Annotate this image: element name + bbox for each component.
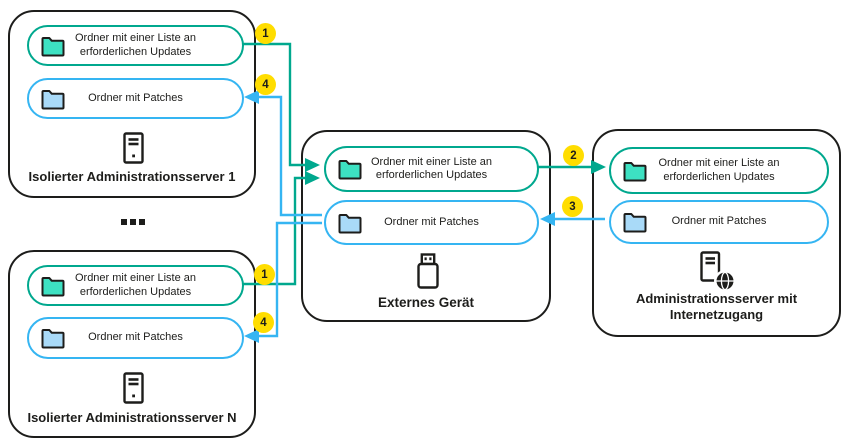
- node-title: Isolierter Administrationsserver N: [27, 410, 237, 425]
- updates-list-folder-pill: Ordner mit einer Liste an erforderlichen…: [324, 146, 539, 192]
- patches-folder-pill: Ordner mit Patches: [27, 78, 244, 119]
- patches-folder-pill: Ordner mit Patches: [27, 317, 244, 359]
- node-isolated-server-1: Ordner mit einer Liste an erforderlichen…: [8, 10, 256, 198]
- folder-updates-icon: [338, 160, 362, 180]
- updates-list-folder-pill: Ordner mit einer Liste an erforderlichen…: [27, 265, 244, 306]
- usb-drive-icon: [417, 253, 439, 289]
- folder-patches-icon: [41, 89, 65, 109]
- updates-list-folder-label: Ordner mit einer Liste an erforderlichen…: [658, 157, 780, 183]
- updates-list-folder-label: Ordner mit einer Liste an erforderlichen…: [370, 155, 493, 182]
- folder-updates-icon: [623, 161, 647, 181]
- folder-updates-icon: [41, 36, 65, 56]
- server-tower-icon: [123, 132, 144, 164]
- step-badge-4: 4: [253, 312, 274, 333]
- node-external-device: Ordner mit einer Liste an erforderlichen…: [301, 130, 551, 322]
- patches-folder-label: Ordner mit Patches: [88, 91, 183, 104]
- step-badge-3: 3: [562, 196, 583, 217]
- folder-updates-icon: [41, 276, 65, 296]
- step-badge-1: 1: [254, 264, 275, 285]
- node-title: Administrationsserver mit Internetzugang: [635, 291, 798, 322]
- node-isolated-server-n: Ordner mit einer Liste an erforderlichen…: [8, 250, 256, 438]
- server-internet-icon: [700, 251, 736, 292]
- folder-patches-icon: [338, 213, 362, 233]
- folder-patches-icon: [41, 329, 65, 349]
- patches-folder-label: Ordner mit Patches: [671, 215, 767, 228]
- step-badge-1: 1: [255, 23, 276, 44]
- patches-folder-pill: Ordner mit Patches: [609, 200, 829, 244]
- updates-list-folder-label: Ordner mit einer Liste an erforderlichen…: [74, 272, 197, 298]
- updates-list-folder-pill: Ordner mit einer Liste an erforderlichen…: [609, 147, 829, 194]
- step-badge-2: 2: [563, 145, 584, 166]
- node-internet-server: Ordner mit einer Liste an erforderlichen…: [592, 129, 841, 337]
- patches-folder-label: Ordner mit Patches: [88, 331, 183, 344]
- server-tower-icon: [123, 372, 144, 404]
- patches-folder-label: Ordner mit Patches: [384, 215, 479, 228]
- updates-list-folder-label: Ordner mit einer Liste an erforderlichen…: [74, 32, 197, 58]
- folder-patches-icon: [623, 213, 647, 233]
- step-badge-4: 4: [255, 74, 276, 95]
- node-title: Isolierter Administrationsserver 1: [28, 169, 236, 184]
- node-title: Externes Gerät: [377, 295, 475, 310]
- ellipsis-icon: [121, 219, 145, 225]
- patches-folder-pill: Ordner mit Patches: [324, 200, 539, 245]
- updates-list-folder-pill: Ordner mit einer Liste an erforderlichen…: [27, 25, 244, 66]
